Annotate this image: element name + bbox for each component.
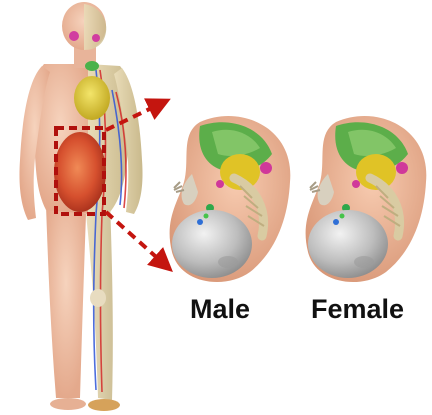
female-label: Female: [311, 294, 404, 325]
human-body-model: [19, 2, 142, 411]
male-fetus-model: [170, 116, 291, 282]
female-fetus-model: [306, 116, 427, 282]
male-label: Male: [190, 294, 250, 325]
lower-pointer-arrow: [106, 212, 164, 264]
